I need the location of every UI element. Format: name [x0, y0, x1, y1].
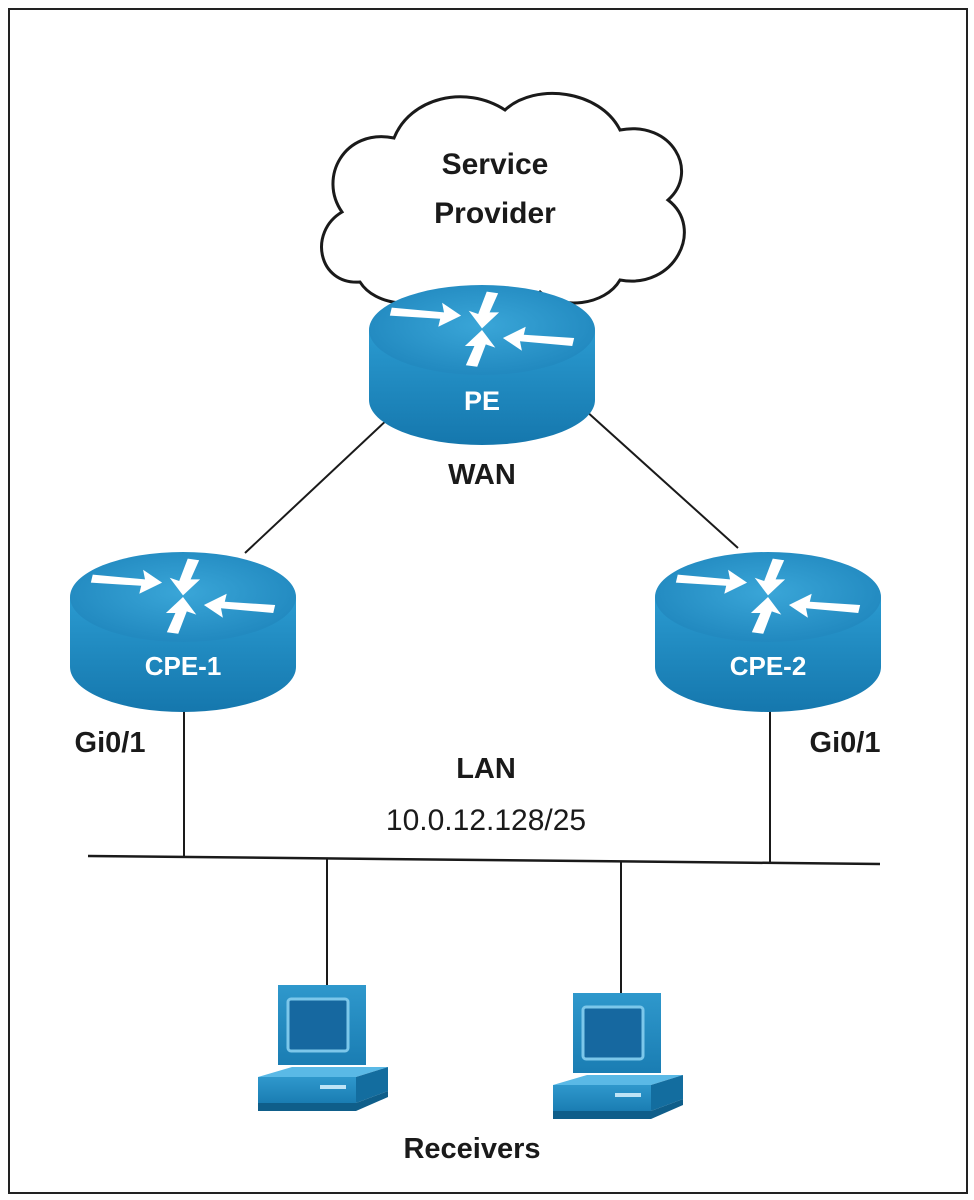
- receiver-pc-2[interactable]: [553, 993, 683, 1119]
- lan-subnet-label: 10.0.12.128/25: [386, 804, 586, 837]
- link-pe-cpe2: [584, 409, 739, 549]
- router-pe-label: PE: [464, 386, 500, 416]
- cloud-label-line1: Service: [442, 148, 549, 181]
- router-cpe1[interactable]: CPE-1: [70, 552, 296, 712]
- cloud-label-line2: Provider: [434, 197, 556, 230]
- router-cpe2-label: CPE-2: [730, 651, 807, 681]
- lan-bus: [87, 690, 881, 1000]
- receiver-pc-1[interactable]: [258, 985, 388, 1111]
- router-cpe1-label: CPE-1: [145, 651, 222, 681]
- receivers-label: Receivers: [403, 1133, 540, 1165]
- cpe2-interface-label: Gi0/1: [810, 727, 881, 759]
- service-provider-cloud: Service Provider: [320, 91, 686, 309]
- router-cpe2[interactable]: CPE-2: [655, 552, 881, 712]
- link-pe-cpe1: [244, 416, 391, 554]
- cpe1-interface-label: Gi0/1: [75, 727, 146, 759]
- wan-label: WAN: [448, 459, 516, 491]
- router-pe[interactable]: PE: [369, 285, 595, 445]
- lan-label: LAN: [456, 753, 516, 785]
